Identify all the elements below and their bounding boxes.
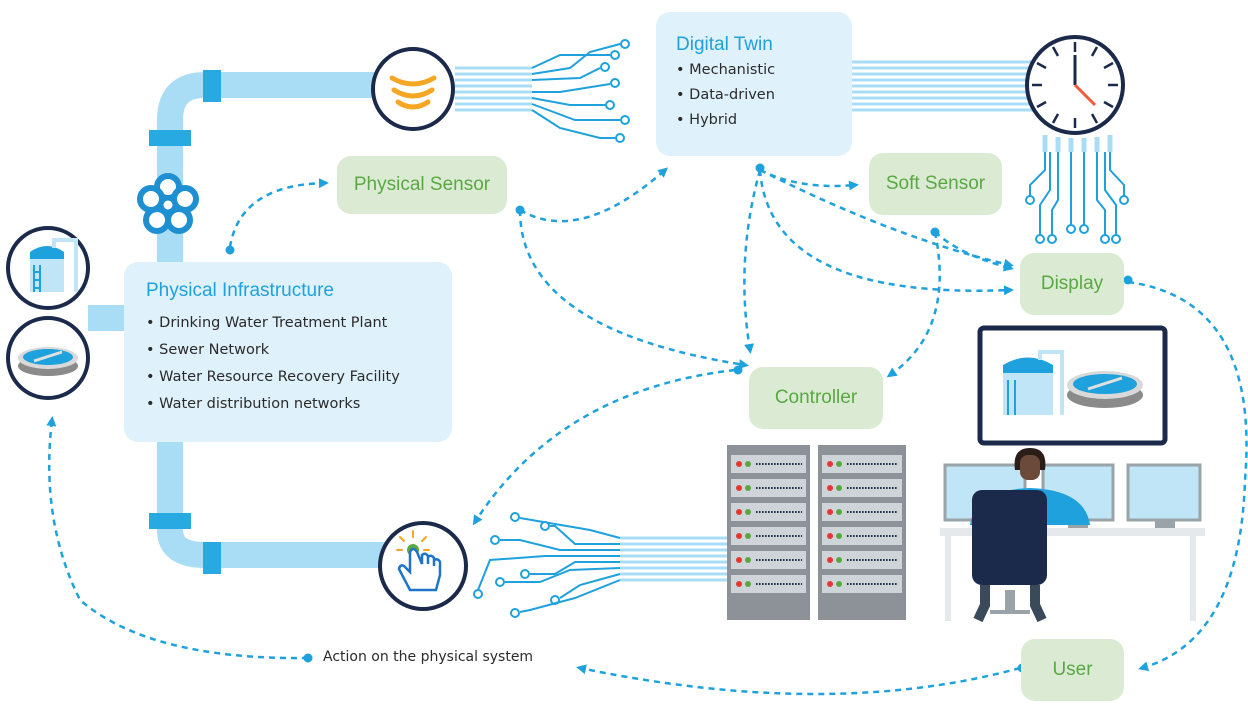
physical-infrastructure-box: Physical Infrastructure Drinking Water T…: [124, 262, 452, 442]
list-item: Drinking Water Treatment Plant: [146, 310, 452, 337]
twin-clock-bus: [852, 60, 1035, 112]
sensor-data-bus: [455, 66, 532, 112]
digital-twin-box: Digital Twin Mechanistic Data-driven Hyb…: [656, 12, 852, 156]
digital-twin-title: Digital Twin: [676, 34, 773, 55]
physical-infrastructure-title: Physical Infrastructure: [146, 280, 334, 301]
clock-icon: [1025, 35, 1125, 135]
clock-output-traces: [1025, 135, 1129, 244]
list-item: Mechanistic: [676, 58, 852, 83]
circuit-traces-top: [531, 39, 630, 143]
controller-node: Controller: [749, 367, 883, 429]
sensor-wave-icon: [371, 47, 455, 131]
touch-action-icon: [378, 521, 468, 611]
arrow-origin-dots: [225, 163, 1133, 673]
physical-sensor-node: Physical Sensor: [337, 156, 507, 214]
server-rack-right: [818, 445, 906, 620]
soft-sensor-node: Soft Sensor: [869, 153, 1002, 215]
pipe-joints: [149, 70, 221, 574]
list-item: Water distribution networks: [146, 391, 452, 418]
user-node: User: [1021, 639, 1124, 701]
list-item: Hybrid: [676, 108, 852, 133]
server-rack-left: [727, 445, 810, 620]
list-item: Water Resource Recovery Facility: [146, 364, 452, 391]
water-tank-icon: [6, 226, 90, 310]
operator-workstation: [940, 448, 1205, 623]
wall-monitor: [977, 325, 1168, 446]
list-item: Sewer Network: [146, 337, 452, 364]
display-node: Display: [1020, 253, 1124, 315]
circuit-traces-bottom: [473, 512, 621, 618]
clarifier-tank-icon: [6, 316, 90, 400]
physical-infrastructure-list: Drinking Water Treatment Plant Sewer Net…: [146, 310, 452, 418]
flow-arrows: [46, 167, 1248, 696]
action-label: Action on the physical system: [323, 649, 534, 665]
server-data-bus: [620, 536, 727, 582]
valve-icon: [137, 173, 199, 234]
list-item: Data-driven: [676, 83, 852, 108]
digital-twin-list: Mechanistic Data-driven Hybrid: [676, 58, 852, 133]
